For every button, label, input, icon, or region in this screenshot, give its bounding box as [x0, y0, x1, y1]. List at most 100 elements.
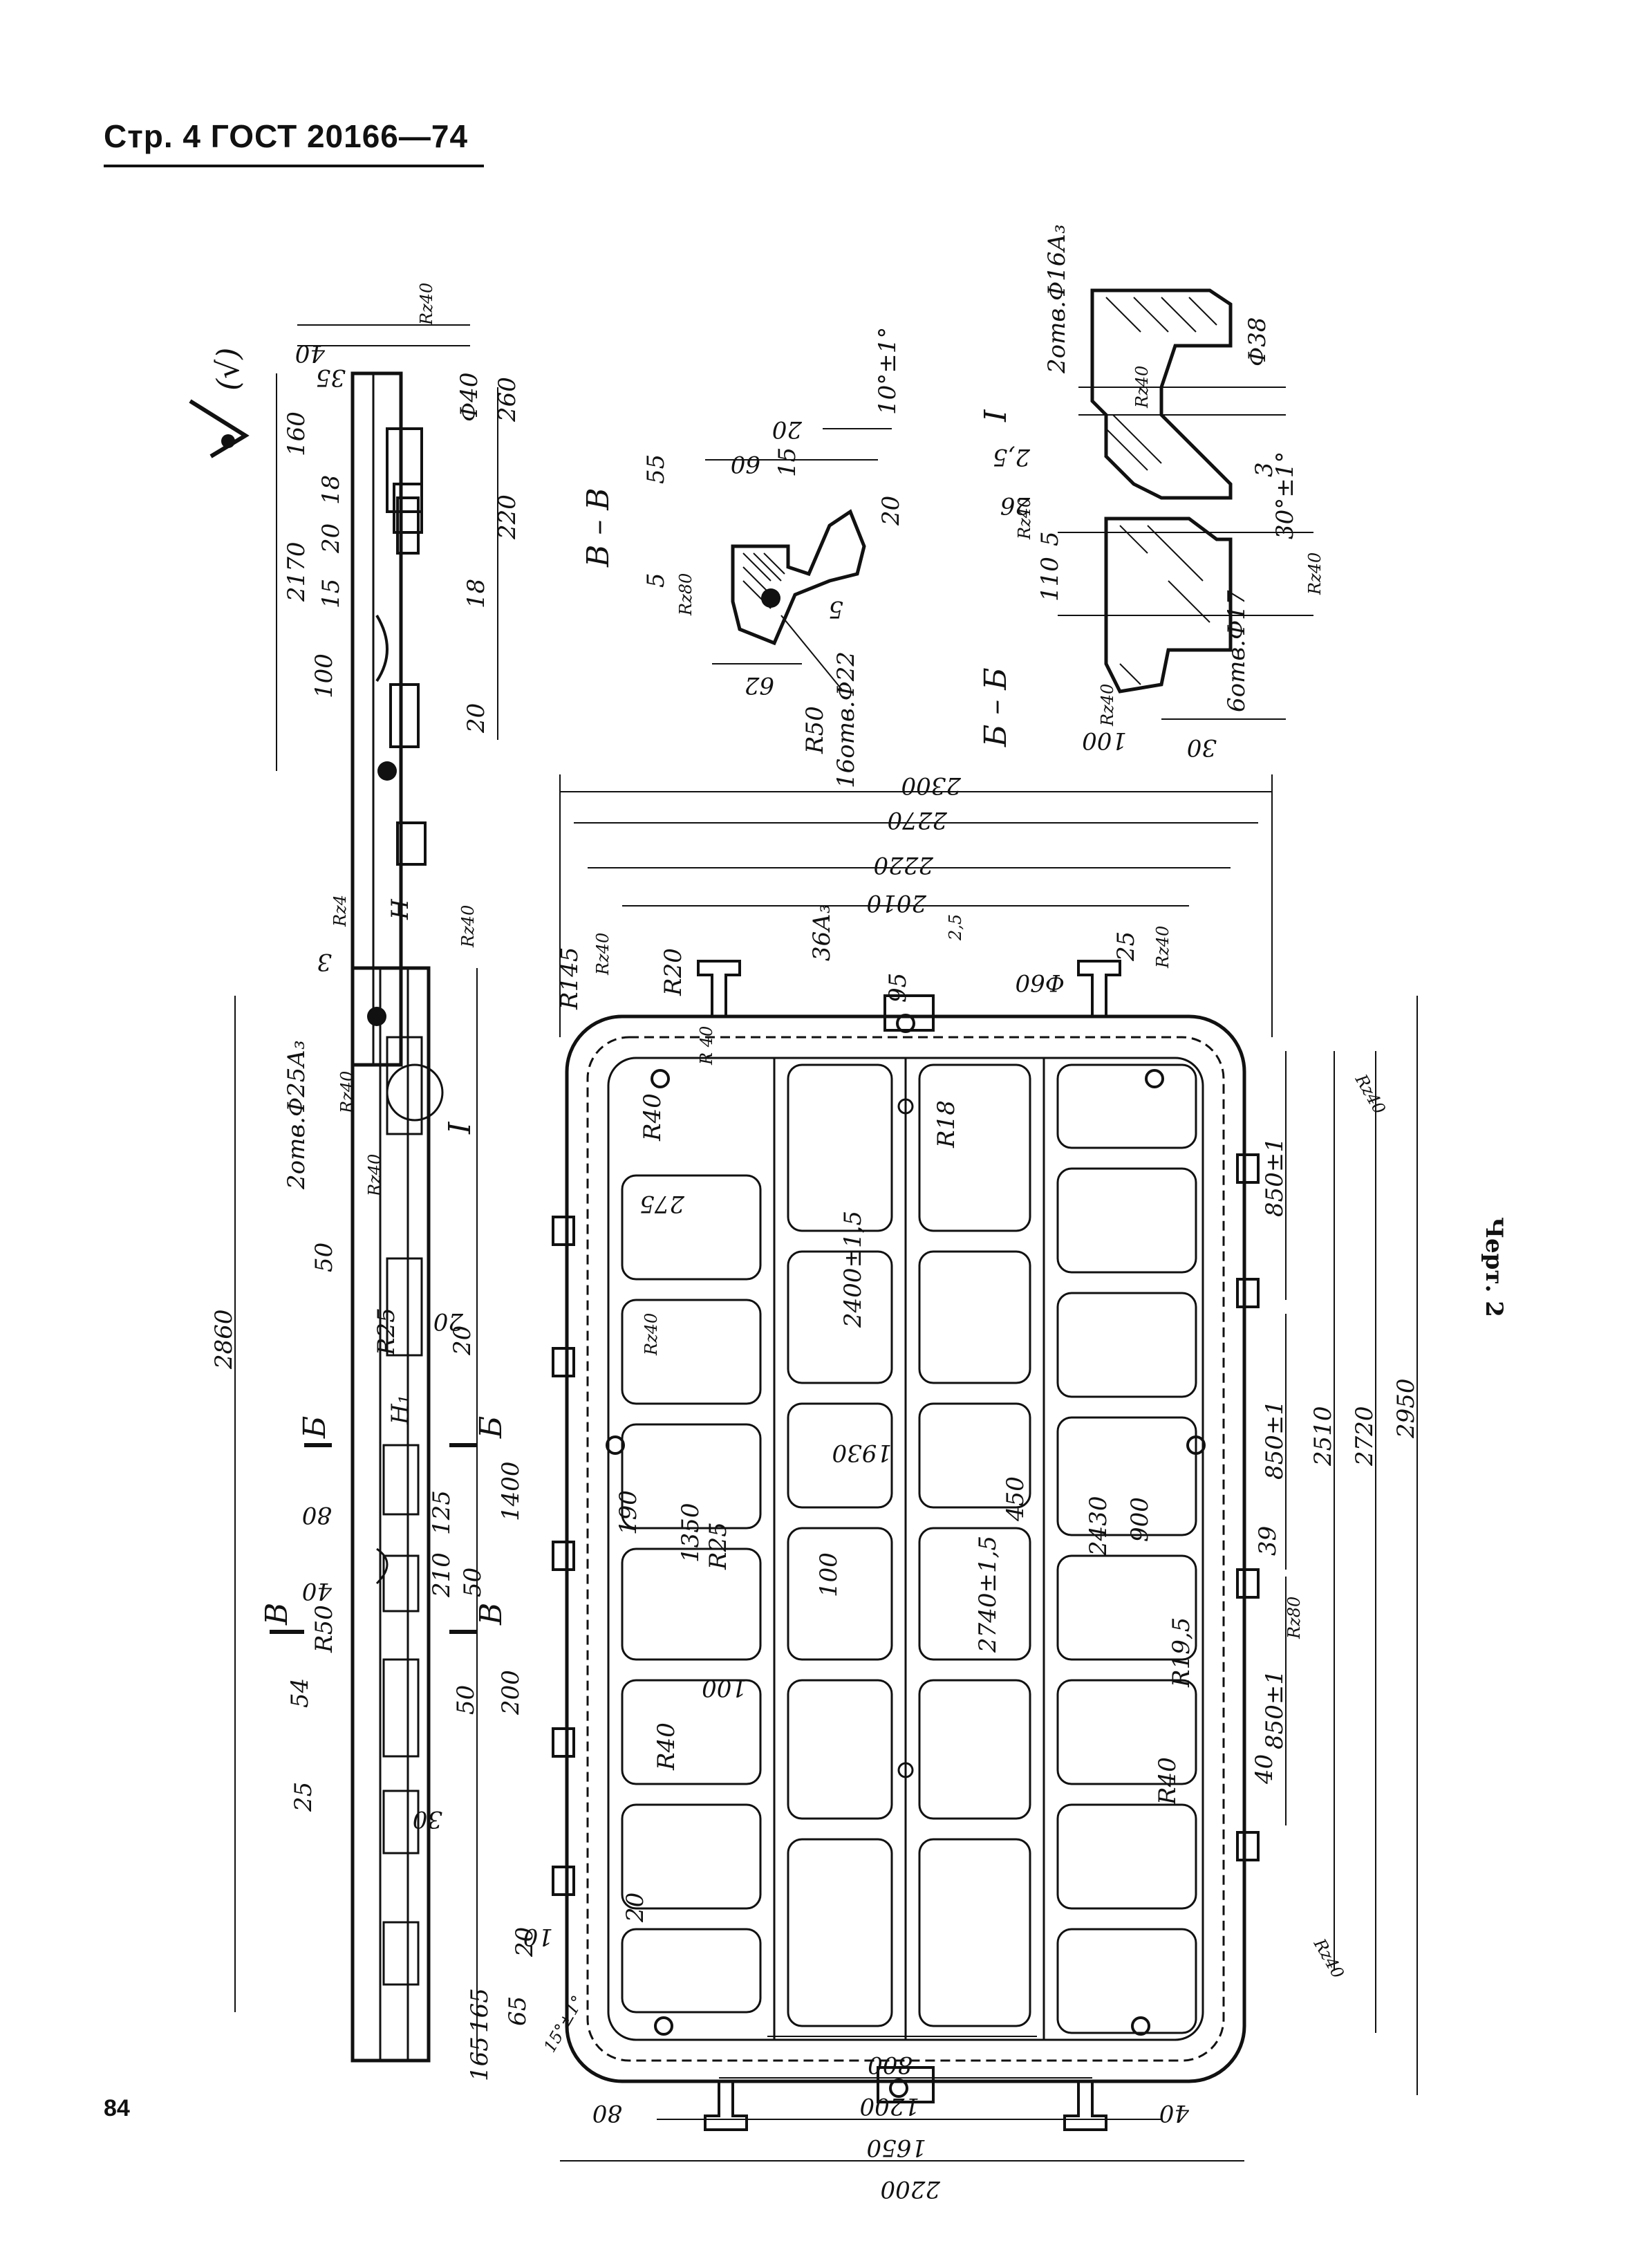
header-rule	[104, 165, 484, 167]
bb-dim-3: 3	[1251, 462, 1278, 477]
bb-rz40-a: Rz40	[1015, 497, 1034, 540]
vv-holes: 16отв.Ф22	[832, 651, 860, 788]
plan-dim-2300: 2300	[901, 772, 962, 799]
vv-dim-20b: 20	[877, 496, 905, 526]
plan-dim-10: 10	[523, 1923, 553, 1951]
vv-dim-55: 55	[642, 454, 670, 484]
side-dim-3: 3	[317, 948, 332, 976]
top-view-dim-20: 20	[317, 523, 345, 554]
side-rz40-a: Rz40	[458, 905, 478, 948]
plan-rz40-b: Rz40	[1153, 926, 1172, 969]
side-dim-80: 80	[302, 1501, 332, 1529]
section-bb: Б – Б I 2отв.Ф16А₃ Ф38 2,5 26 5 110 30°±…	[978, 224, 1325, 761]
vv-dim-15: 15	[774, 447, 801, 477]
vv-r50: R50	[801, 706, 829, 754]
side-r50: R50	[310, 1605, 338, 1653]
plan-view: 2300 2270 2220 2010 2200 1650 1200 800 2…	[466, 772, 1420, 2203]
plan-dim-80: 80	[592, 2099, 622, 2127]
plan-r195: R19,5	[1168, 1617, 1195, 1688]
side-dim-54: 54	[286, 1678, 314, 1708]
bb-rz40-b: Rz40	[1132, 366, 1152, 409]
bb-dim-110: 110	[1036, 557, 1064, 602]
plan-36a3: 36А₃	[808, 904, 836, 961]
top-view-rz40: Rz40	[417, 283, 436, 326]
side-cut-v2: В	[474, 1603, 509, 1626]
plan-dim-2950: 2950	[1392, 1378, 1420, 1439]
detail-label: I	[978, 409, 1013, 422]
top-view-dim-160: 160	[283, 411, 310, 456]
vv-angle: 10°±1°	[874, 327, 901, 415]
plan-dim-2510: 2510	[1309, 1406, 1337, 1467]
side-cut-b1: Б	[297, 1416, 333, 1439]
plan-d60: Ф60	[1016, 969, 1065, 996]
plan-dim-2720: 2720	[1351, 1406, 1378, 1467]
plan-dim-850c: 850±1	[1261, 1670, 1289, 1749]
bb-holes-16: 2отв.Ф16А₃	[1043, 224, 1071, 374]
top-view-dim-18b: 18	[462, 579, 490, 608]
plan-angle: 15°±1°	[540, 1992, 588, 2056]
plan-r40c: R40	[653, 1722, 680, 1771]
side-rz40-b: Rz40	[337, 1071, 357, 1114]
side-dim-1400: 1400	[497, 1461, 525, 1521]
plan-r145: R145	[556, 947, 583, 1011]
bb-holes-17: 6отв.Ф17	[1223, 590, 1251, 712]
plan-dim-165: 165	[466, 2036, 494, 2081]
plan-dim-25b: 2,5	[946, 914, 965, 941]
bb-d38: Ф38	[1244, 317, 1271, 367]
plan-dim-65: 65	[504, 1996, 532, 2026]
page-header: Стр. 4 ГОСТ 20166—74	[104, 118, 469, 154]
bb-angle: 30°±1°	[1271, 452, 1299, 539]
plan-rz40-d: Rz40	[1309, 1935, 1347, 1982]
plan-dim-850b: 850±1	[1261, 1400, 1289, 1480]
top-view-dim-20b: 20	[462, 703, 490, 734]
plan-r25: R25	[704, 1522, 732, 1570]
vv-dim-20: 20	[772, 416, 803, 443]
side-r25: R25	[373, 1308, 400, 1356]
plan-dim-40a: 40	[1251, 1754, 1278, 1785]
side-dim-25: 25	[290, 1782, 317, 1812]
vv-rz80: Rz80	[676, 573, 695, 616]
side-dim-50c: 50	[310, 1243, 338, 1272]
plan-dim-2430: 2430	[1085, 1496, 1112, 1556]
side-dim-50a: 50	[452, 1685, 480, 1715]
plan-dim-100b: 100	[702, 1674, 747, 1702]
plan-dim-20a: 20	[511, 1927, 539, 1958]
plan-dim-800: 800	[868, 2051, 913, 2079]
plan-dim-2740: 2740±1,5	[974, 1536, 1002, 1653]
side-dim-h: H	[386, 898, 414, 920]
side-dim-20a: 20	[433, 1308, 464, 1335]
top-view-dim-260: 260	[494, 377, 521, 422]
bb-dim-25: 2,5	[993, 443, 1031, 471]
side-cut-v1: В	[259, 1603, 294, 1626]
side-dim-125: 125	[428, 1490, 456, 1535]
top-view-dim-100: 100	[310, 653, 338, 698]
plan-dim-39: 39	[1254, 1526, 1282, 1556]
vv-dim-5b: 5	[828, 595, 843, 623]
bb-dim-5: 5	[1036, 531, 1064, 546]
plan-rz80: Rz80	[1284, 1597, 1304, 1639]
side-dim-50b: 50	[459, 1568, 487, 1597]
roughness-parens: (√)	[211, 348, 246, 391]
plan-rz40-c: Rz40	[1351, 1070, 1389, 1117]
side-dim-h1: H₁	[386, 1395, 414, 1425]
side-dim-210: 210	[428, 1552, 456, 1598]
plan-dim-25: 25	[1112, 931, 1140, 962]
side-dim-40: 40	[302, 1577, 333, 1605]
top-view-dim-2170: 2170	[283, 541, 310, 602]
bb-dim-26: 26	[1000, 492, 1031, 519]
plan-dim-2270: 2270	[887, 806, 948, 834]
vv-dim-60: 60	[731, 450, 760, 478]
bb-rz40-d: Rz40	[1098, 684, 1117, 727]
plan-dim-1350: 1350	[677, 1503, 704, 1563]
plan-dim-450: 450	[1002, 1476, 1029, 1522]
plan-dim-2400: 2400±1,5	[839, 1211, 867, 1328]
side-rz40-c: Rz40	[365, 1154, 384, 1197]
plan-r20: R20	[660, 948, 687, 996]
plan-dim-2200: 2200	[880, 2175, 941, 2203]
figure-caption: Черт. 2	[1480, 1217, 1508, 1317]
roughness-symbol: (√)	[189, 348, 250, 458]
side-rz4: Rz4	[330, 895, 350, 927]
top-view-dim-15: 15	[317, 579, 345, 608]
side-view: 2860 1400 200 54 25 165 50 30 50 210 125…	[210, 895, 525, 2063]
